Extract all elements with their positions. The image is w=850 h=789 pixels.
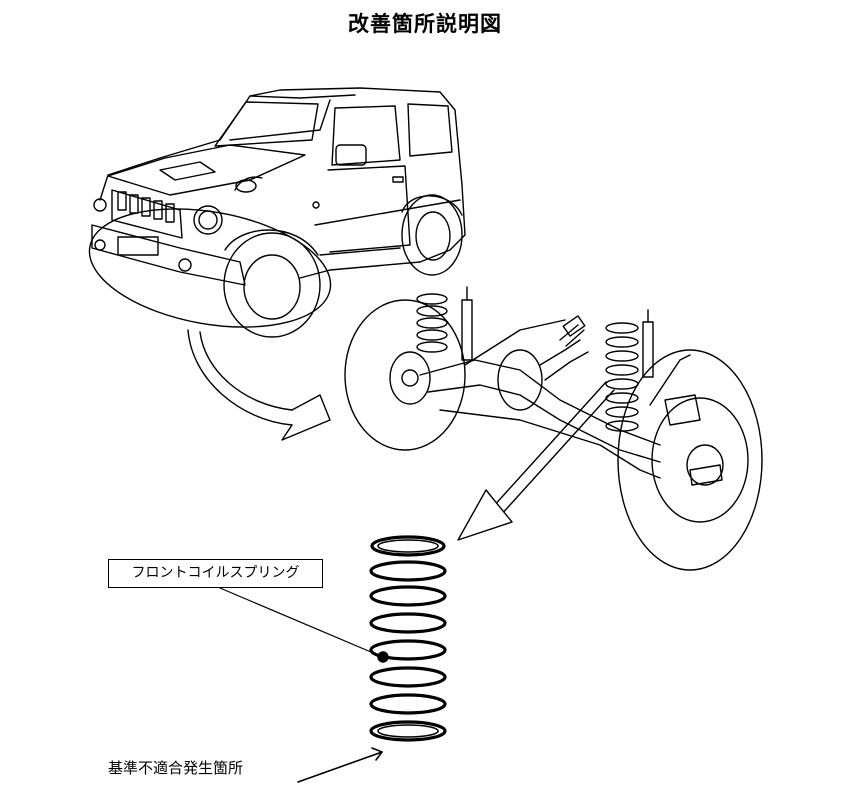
part-name-label: フロントコイルスプリング <box>108 559 323 588</box>
page-title: 改善箇所説明図 <box>348 12 502 36</box>
part-name-leader-line <box>219 587 379 656</box>
defect-location-label: 基準不適合発生箇所 <box>108 759 244 777</box>
defect-location-leader-line <box>297 751 383 783</box>
defect-marker-dot <box>377 651 389 663</box>
transfer-arrow <box>187 329 331 441</box>
coil-spring-illustration <box>369 535 447 742</box>
pointer-arrow <box>457 381 615 541</box>
vehicle-illustration <box>91 87 466 338</box>
front-axle-assembly-illustration <box>344 286 763 571</box>
highlight-ellipse <box>88 208 332 328</box>
